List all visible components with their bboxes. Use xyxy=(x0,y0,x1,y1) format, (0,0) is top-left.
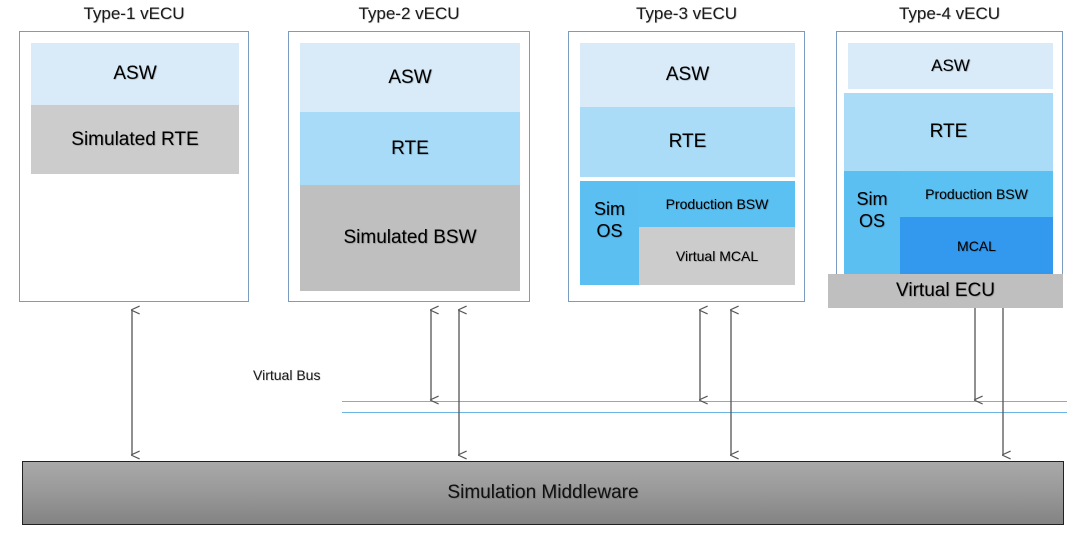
column-title-type-2: Type-2 vECU xyxy=(358,4,460,23)
layer-type2-asw: ASW xyxy=(300,43,520,112)
virtual-bus-line-2 xyxy=(342,412,1067,413)
layer-type2-simulated-bsw: Simulated BSW xyxy=(300,185,520,291)
vecu-box-type-2[interactable]: ASW RTE Simulated BSW xyxy=(288,31,530,302)
layer-type2-rte: RTE xyxy=(300,112,520,185)
layer-type1-asw: ASW xyxy=(31,43,239,105)
column-title-type-3: Type-3 vECU xyxy=(635,4,738,23)
layer-type4-sim-os-label: Sim OS xyxy=(856,189,888,231)
simulation-middleware-bar[interactable]: Simulation Middleware xyxy=(22,461,1064,525)
layer-type4-mcal: MCAL xyxy=(900,217,1053,275)
column-title-type-4: Type-4 vECU xyxy=(898,4,1001,23)
vecu-box-type-3[interactable]: ASW RTE Sim OS Production BSW Virtual MC… xyxy=(568,31,805,302)
layer-type4-sim-os: Sim OS xyxy=(844,171,900,275)
layer-type3-sim-os-label: Sim OS xyxy=(594,199,625,241)
virtual-bus-label: Virtual Bus xyxy=(253,367,321,383)
layer-type4-virtual-ecu: Virtual ECU xyxy=(828,274,1063,308)
vecu-box-type-4[interactable]: ASW RTE Sim OS Production BSW MCAL xyxy=(836,31,1063,302)
layer-type3-rte: RTE xyxy=(580,107,795,177)
layer-type4-production-bsw: Production BSW xyxy=(900,171,1053,217)
layer-type3-production-bsw: Production BSW xyxy=(639,181,795,227)
layer-type3-virtual-mcal: Virtual MCAL xyxy=(639,227,795,285)
layer-type3-sim-os: Sim OS xyxy=(580,181,639,285)
layer-type4-asw: ASW xyxy=(848,43,1053,89)
vecu-box-type-1[interactable]: ASW Simulated RTE xyxy=(19,31,249,302)
layer-type4-rte: RTE xyxy=(844,93,1053,171)
column-title-type-1: Type-1 vECU xyxy=(83,4,185,23)
layer-type1-simulated-rte: Simulated RTE xyxy=(31,105,239,174)
layer-type3-asw: ASW xyxy=(580,43,795,107)
